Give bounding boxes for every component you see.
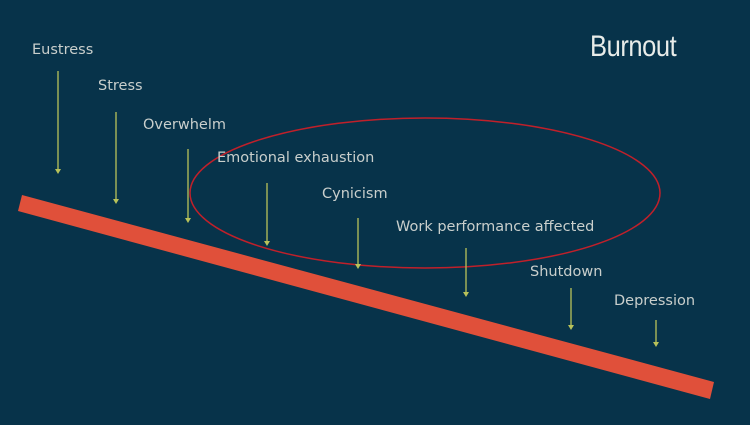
stage-label-eustress: Eustress xyxy=(32,42,94,58)
down-arrow-icon xyxy=(463,248,469,297)
arrow-head xyxy=(264,241,270,246)
arrow-head xyxy=(568,325,574,330)
stage-label-emotional-exhaustion: Emotional exhaustion xyxy=(217,150,375,166)
stage-label-depression: Depression xyxy=(614,293,696,309)
stage-label-work-performance-affected: Work performance affected xyxy=(396,219,595,235)
down-arrow-icon xyxy=(653,320,659,347)
arrow-head xyxy=(113,199,119,204)
down-arrow-icon xyxy=(55,71,61,174)
down-arrow-icon xyxy=(568,288,574,330)
arrow-head xyxy=(355,264,361,269)
arrow-head xyxy=(653,342,659,347)
down-arrow-icon xyxy=(113,112,119,204)
stage-label-shutdown: Shutdown xyxy=(530,264,603,280)
arrow-head xyxy=(463,292,469,297)
down-arrow-icon xyxy=(264,183,270,246)
stage-label-cynicism: Cynicism xyxy=(322,186,388,202)
diagram-title: Burnout xyxy=(590,30,677,63)
arrow-head xyxy=(185,218,191,223)
down-arrow-icon xyxy=(355,218,361,269)
arrow-head xyxy=(55,169,61,174)
stage-label-stress: Stress xyxy=(98,78,143,94)
highlight-ellipse xyxy=(189,117,661,269)
down-arrow-icon xyxy=(185,149,191,223)
decline-slope-bar xyxy=(18,195,714,399)
stage-label-overwhelm: Overwhelm xyxy=(143,117,226,133)
